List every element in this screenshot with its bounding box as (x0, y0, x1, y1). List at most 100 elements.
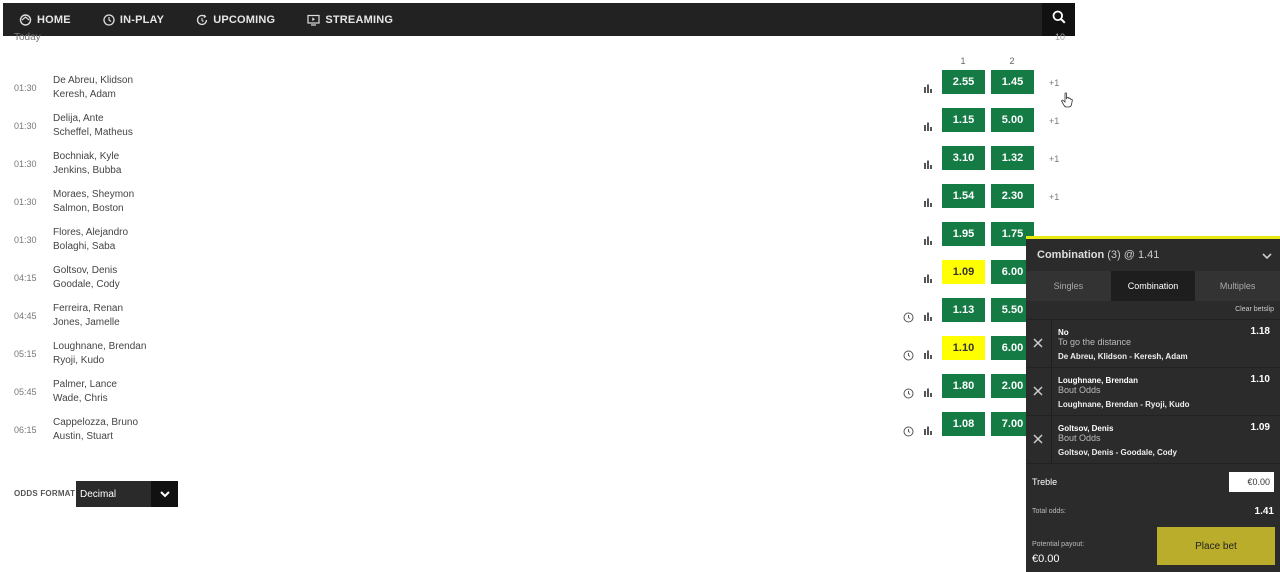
odds-button-1[interactable]: 1.80 (942, 374, 985, 398)
event-names[interactable]: Bochniak, Kyle Jenkins, Bubba (53, 150, 121, 178)
nav-in-play[interactable]: IN-PLAY (87, 3, 180, 36)
close-icon[interactable] (1031, 432, 1045, 446)
betslip-title: Combination (1037, 249, 1105, 261)
event-names[interactable]: Loughnane, Brendan Ryoji, Kudo (53, 340, 146, 368)
nav-upcoming[interactable]: UPCOMING (180, 3, 291, 36)
event-row: 04:15 Goltsov, Denis Goodale, Cody 1.09 … (0, 259, 1075, 297)
nav-upcoming-label: UPCOMING (213, 13, 276, 26)
tab-multiples[interactable]: Multiples (1219, 281, 1256, 291)
fighter-2-name: Ryoji, Kudo (53, 355, 105, 366)
nav-in-play-label: IN-PLAY (119, 13, 165, 26)
selection-price: 1.10 (1250, 374, 1270, 385)
close-icon[interactable] (1031, 336, 1045, 350)
event-names[interactable]: Goltsov, Denis Goodale, Cody (53, 264, 120, 292)
event-time: 01:30 (14, 197, 37, 207)
fighter-2-name: Jenkins, Bubba (53, 165, 122, 176)
fighter-2-name: Bolaghi, Saba (53, 241, 116, 252)
odds-format-select[interactable]: Decimal (76, 481, 178, 507)
odds-button-1[interactable]: 1.13 (942, 298, 985, 322)
stats-icon[interactable] (923, 81, 933, 99)
stats-icon[interactable] (923, 385, 933, 403)
stats-icon[interactable] (923, 423, 933, 441)
fighter-1-name: Moraes, Sheymon (53, 189, 135, 200)
betslip-header[interactable]: Combination (3) @ 1.41 (1026, 239, 1280, 271)
event-time: 04:45 (14, 311, 37, 321)
fighter-1-name: De Abreu, Klidson (53, 75, 134, 86)
stats-icon[interactable] (923, 271, 933, 289)
event-names[interactable]: De Abreu, Klidson Keresh, Adam (53, 74, 133, 102)
clear-betslip-link[interactable]: Clear betslip (1235, 306, 1274, 313)
odds-button-2[interactable]: 1.45 (991, 70, 1034, 94)
event-time: 01:30 (14, 121, 37, 131)
chevron-down-icon (151, 481, 178, 507)
stats-icon[interactable] (923, 195, 933, 213)
odds-button-1[interactable]: 1.08 (942, 412, 985, 436)
fighter-2-name: Jones, Jamelle (53, 317, 120, 328)
clock-icon (903, 310, 914, 328)
event-row: 06:15 Cappelozza, Bruno Austin, Stuart 1… (0, 411, 1075, 449)
odds-button-2[interactable]: 1.32 (991, 146, 1034, 170)
odds-button-1[interactable]: 1.10 (942, 336, 985, 360)
stats-icon[interactable] (923, 347, 933, 365)
clock-icon (903, 424, 914, 442)
odds-button-1[interactable]: 2.55 (942, 70, 985, 94)
treble-label: Treble (1032, 477, 1058, 487)
close-icon[interactable] (1031, 384, 1045, 398)
stake-input[interactable] (1229, 472, 1274, 492)
monitor-play-icon (307, 14, 320, 26)
odds-button-2[interactable]: 2.30 (991, 184, 1034, 208)
chevron-down-icon[interactable] (1262, 251, 1272, 263)
betslip-selection: No To go the distance De Abreu, Klidson … (1026, 319, 1280, 368)
selection-price: 1.09 (1250, 422, 1270, 433)
event-names[interactable]: Flores, Alejandro Bolaghi, Saba (53, 226, 128, 254)
column-header-2: 2 (1009, 56, 1015, 66)
search-icon (1052, 10, 1066, 29)
event-names[interactable]: Delija, Ante Scheffel, Matheus (53, 112, 133, 140)
odds-button-1[interactable]: 3.10 (942, 146, 985, 170)
selection-price: 1.18 (1250, 326, 1270, 337)
selection-market: Bout Odds (1058, 433, 1101, 443)
fighter-2-name: Scheffel, Matheus (53, 127, 133, 138)
selection-name: Goltsov, Denis (1058, 424, 1114, 433)
place-bet-button[interactable]: Place bet (1157, 527, 1275, 565)
event-time: 05:15 (14, 349, 37, 359)
odds-button-1[interactable]: 1.54 (942, 184, 985, 208)
tab-singles[interactable]: Singles (1053, 281, 1084, 291)
fighter-2-name: Keresh, Adam (53, 89, 116, 100)
event-row: 01:30 Moraes, Sheymon Salmon, Boston 1.5… (0, 183, 1075, 221)
stats-icon[interactable] (923, 233, 933, 251)
selection-market: To go the distance (1058, 337, 1132, 347)
nav-streaming[interactable]: STREAMING (291, 3, 409, 36)
stats-icon[interactable] (923, 119, 933, 137)
event-row: 04:45 Ferreira, Renan Jones, Jamelle 1.1… (0, 297, 1075, 335)
odds-button-2[interactable]: 5.00 (991, 108, 1034, 132)
potential-payout-label: Potential payout: (1032, 541, 1085, 548)
event-names[interactable]: Ferreira, Renan Jones, Jamelle (53, 302, 123, 330)
odds-format-value: Decimal (80, 488, 117, 500)
selection-event: Goltsov, Denis - Goodale, Cody (1058, 448, 1177, 457)
event-row: 05:45 Palmer, Lance Wade, Chris 1.80 2.0… (0, 373, 1075, 411)
fighter-1-name: Cappelozza, Bruno (53, 417, 139, 428)
clock-icon (903, 386, 914, 404)
event-row: 05:15 Loughnane, Brendan Ryoji, Kudo 1.1… (0, 335, 1075, 373)
event-names[interactable]: Cappelozza, Bruno Austin, Stuart (53, 416, 138, 444)
more-markets-link[interactable]: +1 (1049, 154, 1060, 164)
selection-market: Bout Odds (1058, 385, 1101, 395)
search-button[interactable] (1042, 3, 1075, 36)
nav-home[interactable]: HOME (3, 3, 87, 36)
odds-button-1[interactable]: 1.15 (942, 108, 985, 132)
more-markets-link[interactable]: +1 (1049, 116, 1060, 126)
event-names[interactable]: Palmer, Lance Wade, Chris (53, 378, 117, 406)
stats-icon[interactable] (923, 157, 933, 175)
event-names[interactable]: Moraes, Sheymon Salmon, Boston (53, 188, 134, 216)
event-row: 01:30 Bochniak, Kyle Jenkins, Bubba 3.10… (0, 145, 1075, 183)
more-markets-link[interactable]: +1 (1049, 78, 1060, 88)
more-markets-link[interactable]: +1 (1049, 192, 1060, 202)
odds-button-1[interactable]: 1.95 (942, 222, 985, 246)
betslip-selection: Loughnane, Brendan Bout Odds Loughnane, … (1026, 367, 1280, 416)
tab-combination[interactable]: Combination (1110, 271, 1196, 301)
header-count: 10 (1055, 32, 1066, 42)
fighter-1-name: Delija, Ante (53, 113, 104, 124)
stats-icon[interactable] (923, 309, 933, 327)
odds-button-1[interactable]: 1.09 (942, 260, 985, 284)
